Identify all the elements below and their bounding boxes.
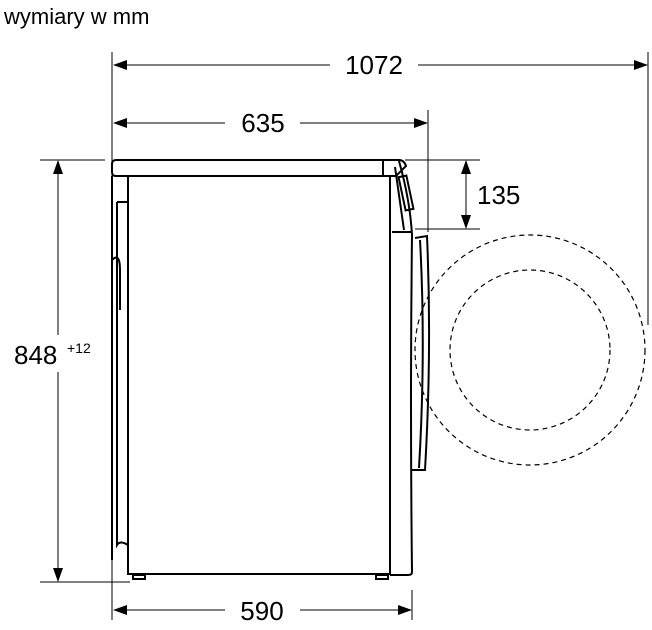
dimension-135: 135 (461, 160, 520, 229)
extension-lines (40, 52, 649, 620)
dimension-590: 590 (113, 596, 412, 626)
dimension-635: 635 (113, 108, 428, 138)
svg-text:135: 135 (477, 180, 520, 210)
units-title: wymiary w mm (3, 4, 149, 29)
svg-text:590: 590 (240, 596, 283, 626)
dimension-848: 848 +12 (14, 160, 91, 582)
dimension-1072: 1072 (113, 50, 648, 80)
washing-machine-side-view (111, 159, 431, 580)
svg-text:+12: +12 (67, 340, 91, 356)
svg-text:635: 635 (241, 108, 284, 138)
svg-text:848: 848 (14, 340, 57, 370)
svg-text:1072: 1072 (345, 50, 403, 80)
door-swing-circles (414, 234, 646, 466)
